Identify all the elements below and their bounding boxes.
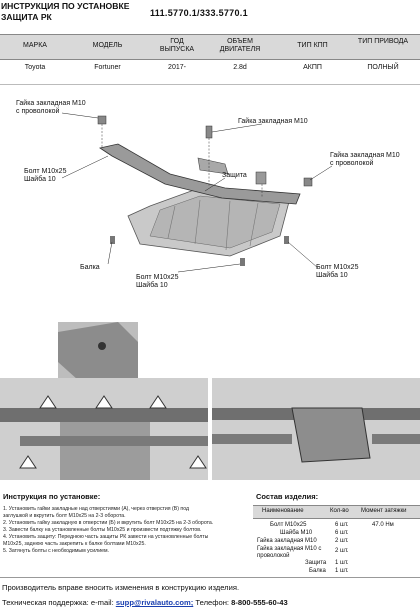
callout-guard: Защита <box>222 172 247 179</box>
kit-item-qty: 6 шт. <box>335 522 349 528</box>
spec-make: Toyota <box>24 64 46 71</box>
vehicle-spec-table: МАРКА МОДЕЛЬ ГОД ВЫПУСКА ОБЪЕМ ДВИГАТЕЛЯ… <box>0 34 420 80</box>
assembly-drawing <box>61 112 333 273</box>
spec-engine: 2.8d <box>233 64 247 71</box>
underbody-photo-after <box>212 378 420 480</box>
support-line: Техническая поддержка: e-mail: supp@riva… <box>2 598 288 607</box>
callout-bolt-right: Болт М10х25 Шайба 10 <box>316 264 359 279</box>
kit-title: Состав изделия: <box>256 492 319 501</box>
instruction-step: 3. Завести балку на установленные болты … <box>3 527 202 533</box>
spec-table-header <box>0 34 420 60</box>
kit-header-qty: Кол-во <box>330 508 349 514</box>
instructions-and-kit: Инструкция по установке: 1. Установить г… <box>0 486 420 576</box>
spec-header-engine: ОБЪЕМ ДВИГАТЕЛЯ <box>219 38 261 53</box>
support-phone: 8-800-555-60-43 <box>231 598 288 607</box>
exploded-assembly-diagram: Гайка закладная М10 с проволокой Гайка з… <box>0 86 420 318</box>
spec-header-drive: ТИП ПРИВОДА <box>357 38 409 45</box>
instruction-step: 5. Затянуть болты с необходимым усилием. <box>3 548 109 554</box>
kit-item-name: Шайба М10 <box>280 530 313 536</box>
document-header: ИНСТРУКЦИЯ ПО УСТАНОВКЕ ЗАЩИТА РК 111.57… <box>0 0 420 30</box>
detail-photo-bolt <box>58 322 138 380</box>
spec-divider <box>0 84 420 85</box>
callout-nut-left: Гайка закладная М10 с проволокой <box>16 100 86 115</box>
callout-nut-center: Гайка закладная М10 <box>238 118 308 125</box>
document-footer: Производитель вправе вносить изменения в… <box>0 577 420 613</box>
kit-item-qty: 2 шт. <box>335 548 349 554</box>
support-label: Техническая поддержка: e-mail: <box>2 598 114 607</box>
kit-item-torque: 47.0 Нм <box>372 522 394 528</box>
spec-gearbox: АКПП <box>303 64 322 71</box>
instructions-title: Инструкция по установке: <box>3 492 101 501</box>
kit-item-name: Защита <box>305 560 327 566</box>
spec-header-make: МАРКА <box>23 42 47 49</box>
kit-item-name: Гайка закладная М10 с проволокой <box>257 546 322 559</box>
instruction-step: заглушкой и вкрутить болт М10х25 на 2-3 … <box>3 513 126 519</box>
kit-item-name: Болт М10х25 <box>270 522 307 528</box>
beam-shape <box>98 143 301 205</box>
kit-table-header <box>253 505 420 519</box>
kit-item-qty: 2 шт. <box>335 538 349 544</box>
product-title: ЗАЩИТА РК <box>1 12 52 22</box>
underbody-photo-before <box>0 378 208 480</box>
callout-beam: Балка <box>80 264 100 271</box>
instruction-title: ИНСТРУКЦИЯ ПО УСТАНОВКЕ <box>1 1 130 11</box>
support-email-link[interactable]: supp@rivalauto.com; <box>115 598 194 607</box>
kit-item-qty: 1 шт. <box>335 560 349 566</box>
spec-header-gearbox: ТИП КПП <box>297 42 328 49</box>
callout-bolt-left: Болт М10х25 Шайба 10 <box>24 168 67 183</box>
kit-item-qty: 1 шт. <box>335 568 349 574</box>
part-code: 111.5770.1/333.5770.1 <box>150 8 248 18</box>
kit-header-name: Наименование <box>262 508 304 514</box>
kit-item-qty: 6 шт. <box>335 530 349 536</box>
phone-label: Телефон: <box>195 598 230 607</box>
instruction-step: 4. Установить защиту: Переднюю часть защ… <box>3 534 209 540</box>
instruction-step: 1. Установить гайки закладные над отверс… <box>3 506 190 512</box>
callout-bolt-center: Болт М10х25 Шайба 10 <box>136 274 179 289</box>
kit-item-name: Гайка закладная М10 <box>257 538 317 544</box>
spec-drive: ПОЛНЫЙ <box>367 64 399 71</box>
spec-model: Fortuner <box>94 64 121 71</box>
kit-header-torque: Момент затяжки <box>361 508 407 514</box>
spec-year: 2017- <box>168 64 186 71</box>
disclaimer-text: Производитель вправе вносить изменения в… <box>2 583 240 592</box>
spec-header-year: ГОД ВЫПУСКА <box>159 38 195 53</box>
instruction-step: 2. Установить гайку закладную в отверсти… <box>3 520 214 526</box>
spec-header-model: МОДЕЛЬ <box>92 42 123 49</box>
kit-item-name: Балка <box>309 568 326 574</box>
callout-nut-right: Гайка закладная М10 с проволокой <box>330 152 400 167</box>
instruction-step: М10х25, заднюю часть закрепить к балке б… <box>3 541 146 547</box>
